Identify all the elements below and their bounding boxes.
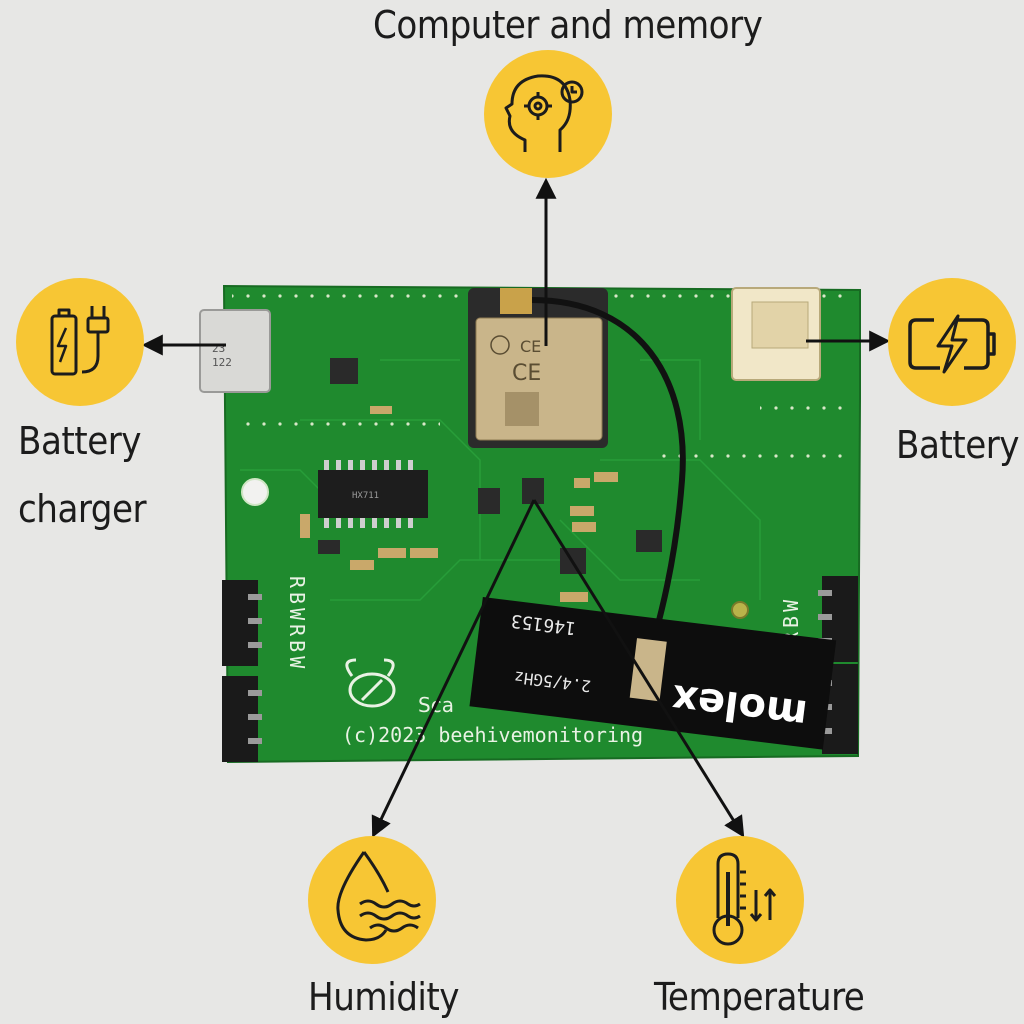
pcb-board: CE CE HX711 23 122 (199, 284, 861, 764)
svg-text:CE: CE (512, 361, 541, 386)
svg-text:CE: CE (520, 337, 541, 356)
chip-marking: HX711 (352, 491, 379, 501)
battery-charger-label-line1: Battery (18, 419, 142, 463)
humidity-label: Humidity (308, 975, 460, 1019)
molex-antenna: 146153 2.4/5GHz molex (469, 597, 837, 750)
battery-charger-node (16, 278, 144, 406)
battery-charger-label-line2: charger (18, 487, 147, 531)
water-drop-waves-icon (336, 851, 421, 942)
arrow-humidity (371, 499, 536, 838)
humidity-node (308, 836, 436, 964)
battery-node (888, 278, 1016, 406)
usb-marking-2: 122 (212, 356, 232, 369)
computer-memory-label: Computer and memory (373, 3, 763, 47)
battery-label: Battery (896, 423, 1020, 467)
battery-charger-plug-icon (50, 306, 110, 376)
head-gear-brain-icon (504, 74, 584, 152)
copyright-text: (c)2023 beehivemonitoring (342, 723, 643, 747)
battery-bolt-icon (908, 314, 996, 374)
temperature-label: Temperature (654, 975, 865, 1019)
arrows (141, 177, 891, 838)
thermometer-arrows-icon (712, 852, 777, 946)
bee-logo (345, 658, 396, 708)
temperature-node (676, 836, 804, 964)
computer-memory-node (484, 50, 612, 178)
arrow-temperature (532, 499, 745, 838)
pin-label-left: RBWRBW (285, 576, 309, 672)
